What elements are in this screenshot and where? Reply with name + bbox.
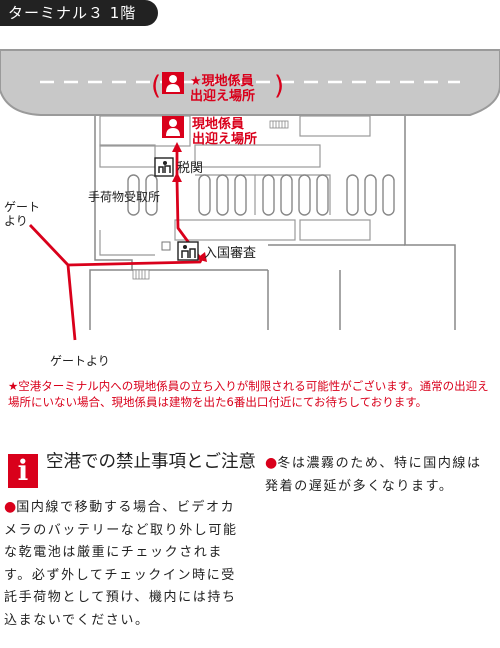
person-icon (162, 72, 184, 94)
section-title: 空港での禁止事項とご注意 (46, 452, 256, 472)
section-header: i 空港での禁止事項とご注意 (8, 452, 258, 496)
right-bullet: ●冬は濃霧のため、特に国内線は発着の遅延が多くなります。 (265, 452, 495, 498)
bullet-dot-icon: ● (4, 499, 17, 515)
gate-top-label: ゲート より (4, 200, 41, 228)
terminal-map: ( ) (0, 49, 500, 341)
escalator-icon (132, 269, 150, 280)
customs-label: 税関 (177, 161, 204, 176)
bullet-dot-icon: ● (265, 455, 278, 471)
escalator-icon (269, 120, 289, 129)
terminal-tab: ターミナル３ 1階 (0, 0, 158, 26)
building-outline (89, 116, 456, 330)
route-arrows (172, 142, 207, 262)
bracket-left: ( (151, 71, 161, 101)
baggage-claim-label: 手荷物受取所 (88, 190, 161, 204)
immigration-icon (177, 241, 199, 261)
inner-rooms (99, 115, 371, 256)
person-icon (162, 116, 184, 138)
meet-point-mid-label: 現地係員 出迎え場所 (192, 117, 258, 147)
gate-bottom-label: ゲートより (50, 354, 110, 368)
right-bullet-text: 冬は濃霧のため、特に国内線は発着の遅延が多くなります。 (265, 456, 482, 494)
customs-icon (154, 157, 174, 177)
info-icon: i (8, 454, 38, 488)
left-bullet-text: 国内線で移動する場合、ビデオカメラのバッテリーなど取り外し可能な乾電池は厳重にチ… (4, 500, 238, 628)
bracket-right: ) (274, 71, 284, 101)
immigration-label: 入国審査 (204, 246, 257, 261)
elevator-icon (161, 241, 171, 251)
baggage-carousels (127, 174, 395, 216)
notice-text: ★空港ターミナル内への現地係員の立ち入りが制限される可能性がございます。通常の出… (8, 379, 489, 409)
left-bullet: ●国内線で移動する場合、ビデオカメラのバッテリーなど取り外し可能な乾電池は厳重に… (4, 496, 248, 632)
meet-point-top-label: ★現地係員 出迎え場所 (190, 74, 256, 104)
